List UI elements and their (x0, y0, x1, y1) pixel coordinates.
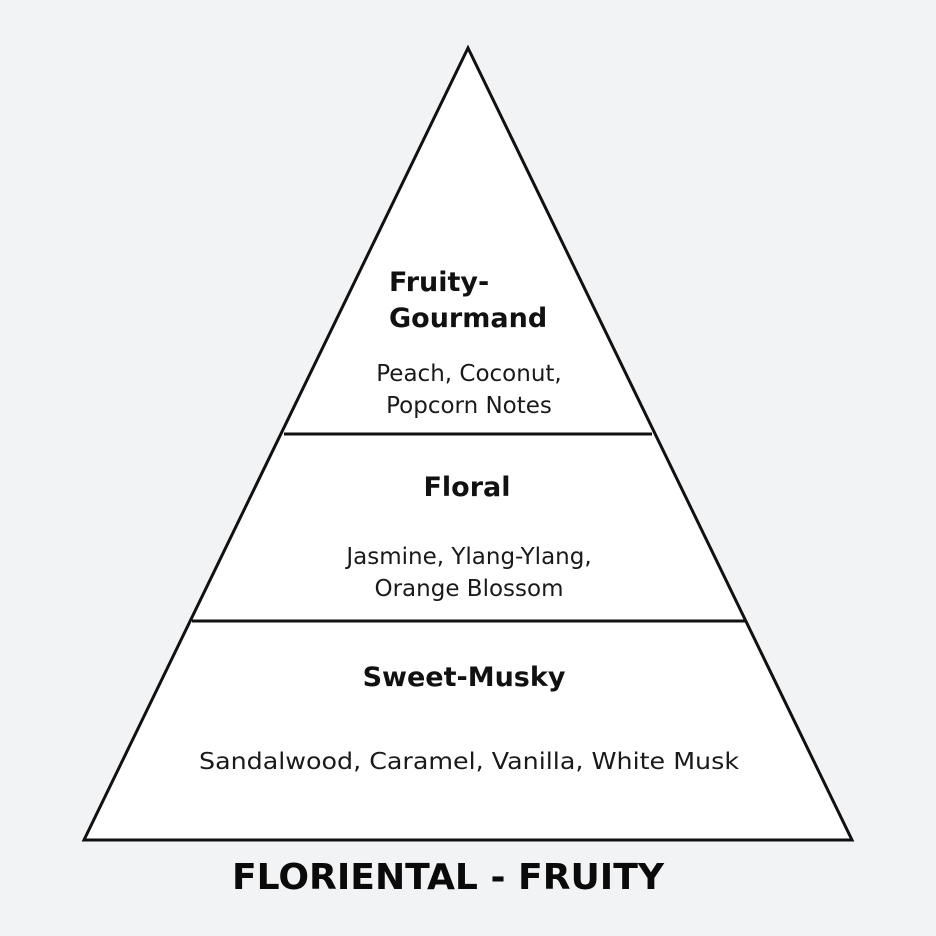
tier-middle-heading: Floral (423, 472, 510, 503)
fragrance-family-title: FLORIENTAL - FRUITY (232, 857, 665, 898)
tier-top-heading-line1: Fruity- (389, 267, 489, 298)
pyramid-outline (81, 44, 855, 842)
tier-top-notes-line1: Peach, Coconut, (376, 361, 561, 387)
tier-base-notes: Sandalwood, Caramel, Vanilla, White Musk (199, 749, 740, 775)
tier-middle-notes-line2: Orange Blossom (375, 576, 564, 602)
tier-middle-notes-line1: Jasmine, Ylang-Ylang, (344, 544, 591, 570)
tier-base-heading: Sweet-Musky (363, 662, 566, 693)
tier-middle: Floral Jasmine, Ylang-Ylang, Orange Blos… (344, 472, 591, 602)
tier-base: Sweet-Musky Sandalwood, Caramel, Vanilla… (199, 662, 740, 775)
tier-top-notes-line2: Popcorn Notes (386, 393, 552, 419)
tier-top: Fruity- Gourmand Peach, Coconut, Popcorn… (376, 267, 561, 419)
tier-top-heading-line2: Gourmand (389, 303, 547, 334)
